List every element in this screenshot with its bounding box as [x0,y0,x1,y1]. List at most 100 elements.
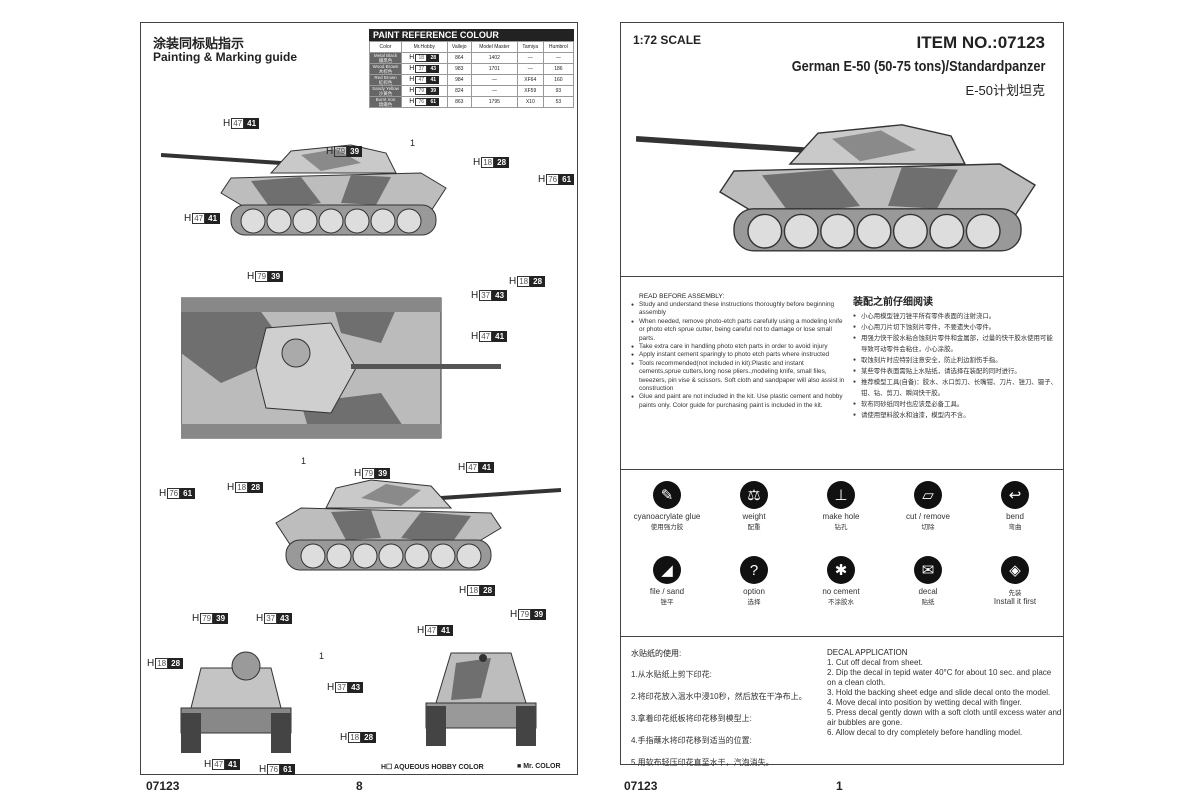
paint-reference-table: PAINT REFERENCE COLOUR Color Mr.Hobby Va… [369,29,575,108]
paint-mm: 1402 [470,52,518,64]
decal-step-cn: 2.将印花放入温水中浸10秒，然后放在干净布上。 [631,692,807,701]
decal-number: 1 [301,456,307,466]
mr-color-code: 43 [277,613,293,624]
painting-guide-page: 涂装同标贴指示 Painting & Marking guide PAINT R… [140,22,578,775]
option-icon: ? [740,556,768,584]
aqueous-code: 18 [481,157,495,168]
icon-label: make hole [822,512,860,521]
icon-label-cn: 锉平 [660,599,674,606]
paint-tamiya: XF59 [516,85,544,97]
decal-number: 1 [319,651,325,661]
callout-h: H [159,488,167,499]
guide-title-en: Painting & Marking guide [153,50,298,64]
paint-tamiya: XF64 [516,74,544,86]
paint-tamiya: X10 [516,96,544,108]
cut-icon: ▱ [914,481,942,509]
color-en: Metal Black [373,53,398,58]
aqueous-code: 37 [335,682,349,693]
paint-vallejo: 863 [446,96,472,108]
paint-humbrol: 93 [542,85,575,97]
color-cn: 沙黃色 [378,91,393,96]
aqueous-code: 47 [479,331,493,342]
scale-label: 1:72 SCALE [633,33,702,47]
instruction-item-cn: 请使用塑料胶水和油漆，模型内不含。 [853,410,1058,421]
read-before-heading: READ BEFORE ASSEMBLY: [639,293,725,300]
instruction-item-cn: 某些零件表面需贴上水贴纸，请选择在装配的同时进行。 [853,366,1058,377]
callout-h: H [147,658,155,669]
decal-step: 4. Move decal into position by wetting d… [827,698,1022,707]
mr-color-code: 28 [168,658,184,669]
mr-color-code: 28 [530,276,546,287]
callout-h: H [417,625,425,636]
aqueous-code: 18 [235,482,249,493]
decal-instructions: DECAL APPLICATION 1. Cut off decal from … [827,648,1062,738]
mr-color-code: 61 [559,174,575,185]
mr-color-code: 28 [480,585,496,596]
mr-color-code: 41 [492,331,508,342]
mr-color-code: 61 [427,98,440,106]
legend-aqueous: H☐ AQUEOUS HOBBY COLOR [381,764,484,771]
col-vallejo: Vallejo [446,41,472,53]
callout-h: H [473,157,481,168]
mr-color-code: 39 [268,271,284,282]
paint-vallejo: 983 [446,63,472,75]
icon-label-cn: 先装 [1008,590,1022,597]
callout-h: H [471,331,479,342]
mr-color-code: 61 [280,764,296,775]
aqueous-code: 18 [467,585,481,596]
callout-h: H [327,682,335,693]
color-en: Burnt Iron [375,97,396,102]
legend-mr-color: ■ Mr. COLOR [517,763,561,770]
aqueous-code: 37 [264,613,278,624]
mr-color-code: 41 [225,759,241,770]
mr-color-code: 28 [427,54,440,62]
kit-title: German E-50 (50-75 tons)/Standardpanzer [791,58,1045,75]
aqueous-code: 47 [415,76,428,84]
legend-aqueous-label: AQUEOUS HOBBY COLOR [394,764,484,771]
aqueous-code: 47 [466,462,480,473]
paint-mm: — [470,74,518,86]
icon-label: no cement [822,587,860,596]
mr-color-code: 28 [494,157,510,168]
aqueous-code: 47 [212,759,226,770]
kit-title-cn: E-50计划坦克 [965,83,1045,98]
instruction-item: Study and understand these instructions … [631,301,846,318]
decal-icon: ✉ [914,556,942,584]
aqueous-code: 18 [517,276,531,287]
color-en: Wood Brown [372,64,399,69]
callout-h: H [340,732,348,743]
decal-step: 5. Press decal gently down with a soft c… [827,708,1062,727]
icon-label-cn: 不涂胶水 [828,599,854,606]
mr-color-code: 39 [347,146,363,157]
decal-step-cn: 5.用软布轻压印花直至水干，汽泡消失。 [631,758,774,767]
weight-icon: ⚖ [740,481,768,509]
col-color: Color [369,41,402,53]
paint-mm: 1795 [470,96,518,108]
decal-step: 1. Cut off decal from sheet. [827,658,923,667]
mr-color-code: 28 [248,482,264,493]
callout-h: H [184,213,192,224]
